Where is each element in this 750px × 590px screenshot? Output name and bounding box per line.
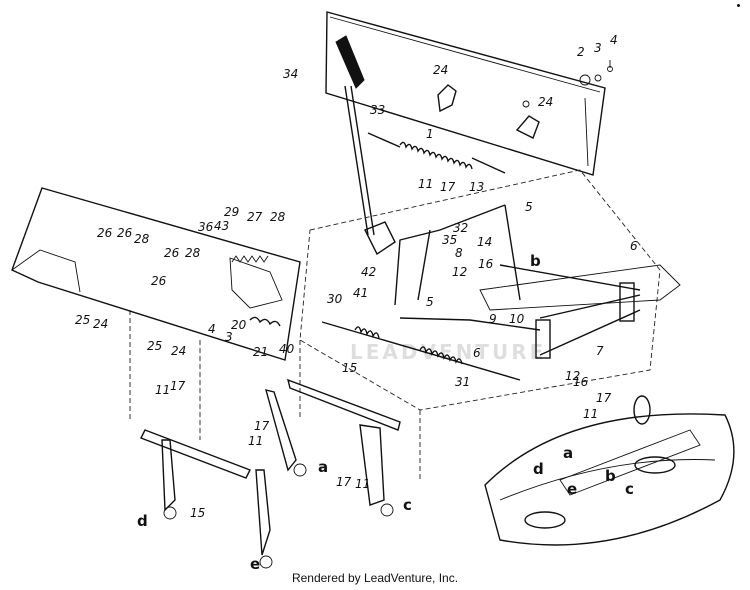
part-label: 17 [336,475,352,489]
part-label: 32 [453,221,468,235]
link-15-upper [286,378,401,517]
letter-label: c [403,496,412,514]
part-label: 34 [283,67,298,81]
part-label: 16 [573,375,589,389]
part-label: 40 [279,342,295,356]
part-label: 17 [440,180,456,194]
part-label: 4 [208,322,216,336]
part-label: 28 [134,232,150,246]
part-label: 9 [489,312,497,326]
part-label: 15 [190,506,205,520]
part-label: 43 [214,219,229,233]
letter-label: e [567,480,577,498]
part-label: 4 [610,33,618,47]
frame-outline [129,169,661,480]
part-label: 26 [164,246,180,260]
letter-label: a [563,444,573,462]
part-label: 31 [455,375,470,389]
part-label: 10 [509,312,525,326]
part-label: 5 [525,200,533,214]
part-number-labels: 1 2 3 3 4 4 5 5 6 6 7 8 9 10 11 11 11 11… [75,33,638,520]
part-label: 20 [231,318,247,332]
part-label: 12 [565,369,580,383]
letter-label: b [530,252,541,270]
letter-label: c [625,480,634,498]
rear-body-panel [325,11,613,176]
part-label: 11 [355,477,370,491]
part-label: 41 [353,286,368,300]
part-label: 12 [452,265,467,279]
part-label: 36 [198,220,214,234]
mower-deck [484,395,735,546]
part-label: 13 [469,180,484,194]
part-label: 26 [97,226,113,240]
part-label: 24 [433,63,448,77]
part-label: 5 [426,295,434,309]
part-label: 11 [155,383,170,397]
lift-lever [335,35,396,256]
part-label: 28 [185,246,201,260]
letter-label: b [605,467,616,485]
part-label: 30 [327,292,343,306]
part-label: 15 [342,361,357,375]
part-label: 7 [596,344,604,358]
letter-label: d [533,460,544,478]
letter-label: a [318,458,328,476]
part-label: 11 [248,434,263,448]
corner-dot [737,4,740,7]
part-label: 2 [577,45,585,59]
part-label: 6 [630,239,638,253]
part-label: 24 [171,344,186,358]
part-label: 17 [596,391,612,405]
part-label: 27 [247,210,263,224]
part-label: 24 [93,317,108,331]
part-label: 16 [478,257,494,271]
watermark-text: LEADVENTURE [350,340,547,364]
lower-rods [321,204,541,381]
part-label: 35 [442,233,457,247]
letter-label: e [250,555,260,573]
part-label: 29 [224,205,239,219]
part-label: 17 [254,419,270,433]
part-label: 25 [147,339,162,353]
part-label: 28 [270,210,286,224]
part-label: 24 [538,95,553,109]
footer-credit: Rendered by LeadVenture, Inc. [291,571,459,585]
connection-letter-labels: a a b b c c d d e e [137,252,634,573]
part-label: 14 [477,235,492,249]
part-label: 11 [418,177,433,191]
part-label: 33 [370,103,385,117]
part-label: 1 [426,127,434,141]
part-label: 25 [75,313,90,327]
lift-shaft-assembly [479,264,681,359]
left-fender-panel [11,187,301,361]
part-label: 42 [361,265,376,279]
bracket-upper [437,84,540,139]
part-label: 26 [117,226,133,240]
letter-label: d [137,512,148,530]
part-label: 26 [151,274,167,288]
part-label: 8 [455,246,463,260]
part-label: 6 [473,346,481,360]
spring-upper [367,132,506,174]
part-label: 3 [225,330,233,344]
part-label: 11 [583,407,598,421]
part-label: 3 [594,41,602,55]
part-label: 17 [170,379,186,393]
part-label: 21 [253,345,268,359]
left-lift-arms [140,389,307,569]
